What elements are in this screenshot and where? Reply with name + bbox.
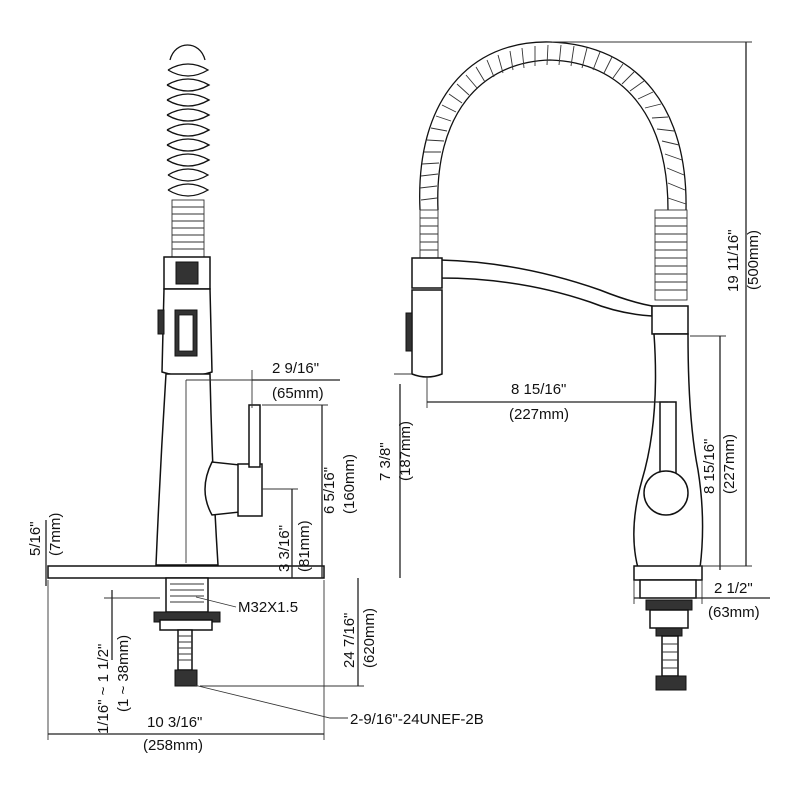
dim-body-height: 8 15/16" (227mm) bbox=[690, 335, 738, 570]
dim-spout-reach-front-imperial: 2 9/16" bbox=[272, 360, 319, 377]
dim-deck-plate-thickness: 5/16" (7mm) bbox=[27, 513, 64, 586]
dim-deck-plate-thickness-metric: (7mm) bbox=[47, 513, 64, 556]
dim-spout-reach-side-metric: (227mm) bbox=[509, 406, 569, 423]
side-mount-assembly bbox=[633, 565, 703, 691]
dim-base-diameter: 2 1/2" (63mm) bbox=[633, 580, 770, 621]
dim-spout-reach-front: 2 9/16" (65mm) bbox=[186, 360, 340, 408]
dim-shank-length-metric: (620mm) bbox=[361, 608, 378, 668]
side-spout-arm bbox=[439, 259, 653, 317]
side-faucet-body bbox=[633, 305, 704, 569]
dim-spout-height: 7 3/8" (187mm) bbox=[377, 373, 414, 578]
dim-deck-thickness-range-metric: (1 ~ 38mm) bbox=[115, 635, 132, 712]
front-spring-coil bbox=[166, 44, 211, 259]
dim-spout-reach-front-metric: (65mm) bbox=[272, 385, 324, 402]
side-spray-head bbox=[405, 257, 443, 378]
front-handle bbox=[204, 404, 263, 517]
dim-deck-plate-width: 10 3/16" (258mm) bbox=[47, 580, 325, 754]
dim-total-height: 19 11/16" (500mm) bbox=[552, 41, 762, 567]
dim-deck-plate-thickness-imperial: 5/16" bbox=[27, 521, 44, 556]
dim-deck-thickness-range-imperial: 1/16" ~ 1 1/2" bbox=[95, 644, 112, 734]
dim-deck-plate-width-metric: (258mm) bbox=[143, 737, 203, 754]
dim-handle-height: 6 5/16" (160mm) bbox=[262, 404, 358, 578]
dim-base-diameter-imperial: 2 1/2" bbox=[714, 580, 753, 597]
callout-shank-size: M32X1.5 bbox=[195, 596, 298, 616]
front-view: 2 9/16" (65mm) 6 5/16" (160mm) 3 3/16" (… bbox=[27, 44, 484, 754]
dim-handle-height-metric: (160mm) bbox=[341, 454, 358, 514]
callout-thread-size: 2-9/16"-24UNEF-2B bbox=[189, 683, 484, 728]
dim-handle-base-height: 3 3/16" (81mm) bbox=[262, 488, 313, 578]
dim-total-height-metric: (500mm) bbox=[745, 230, 762, 290]
dim-shank-length-imperial: 24 7/16" bbox=[341, 613, 358, 668]
front-spray-head bbox=[157, 256, 213, 377]
dim-spout-height-metric: (187mm) bbox=[397, 421, 414, 481]
dim-spout-height-imperial: 7 3/8" bbox=[377, 442, 394, 481]
front-mount-assembly bbox=[153, 577, 221, 687]
side-spring-coil bbox=[419, 41, 688, 301]
side-view: 7 3/8" (187mm) 8 15/16" (227mm) 8 15/16"… bbox=[377, 41, 770, 691]
front-faucet-body bbox=[155, 373, 219, 566]
dim-total-height-imperial: 19 11/16" bbox=[725, 229, 742, 292]
dim-base-diameter-metric: (63mm) bbox=[708, 604, 760, 621]
dim-deck-thickness-range: 1/16" ~ 1 1/2" (1 ~ 38mm) bbox=[95, 590, 160, 734]
dim-handle-height-imperial: 6 5/16" bbox=[321, 467, 338, 514]
dim-body-height-metric: (227mm) bbox=[721, 434, 738, 494]
callout-shank-size-label: M32X1.5 bbox=[238, 599, 298, 616]
dim-spout-reach-side-imperial: 8 15/16" bbox=[511, 381, 566, 398]
dim-spout-reach-side: 8 15/16" (227mm) bbox=[426, 376, 668, 423]
dim-deck-plate-width-imperial: 10 3/16" bbox=[147, 714, 202, 731]
dim-body-height-imperial: 8 15/16" bbox=[701, 439, 718, 494]
callout-thread-size-label: 2-9/16"-24UNEF-2B bbox=[350, 711, 484, 728]
dim-shank-length: 24 7/16" (620mm) bbox=[200, 578, 378, 687]
dim-handle-base-height-metric: (81mm) bbox=[296, 520, 313, 572]
dim-handle-base-height-imperial: 3 3/16" bbox=[276, 525, 293, 572]
